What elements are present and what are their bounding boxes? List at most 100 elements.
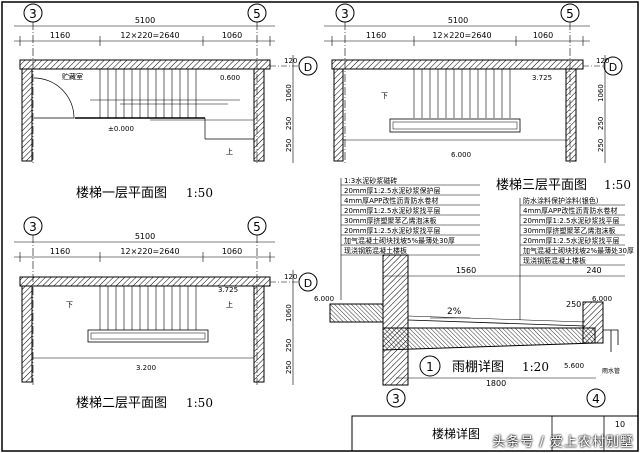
dim-top-120: 120	[284, 57, 297, 65]
axis-label-5: 5	[566, 7, 574, 21]
dim-240: 240	[586, 266, 601, 275]
level-left: 6.000	[314, 295, 334, 303]
canopy-scale: 1:20	[522, 360, 549, 374]
detail-bubble	[419, 355, 441, 377]
dim-v-250b: 250	[285, 139, 293, 152]
svg-text:现浇钢筋混凝土楼板: 现浇钢筋混凝土楼板	[344, 246, 407, 255]
drain-label: 雨水管	[602, 367, 620, 375]
level-right: 6.000	[592, 295, 612, 303]
canopy-slab-left	[329, 303, 384, 323]
canopy-slab	[382, 327, 596, 351]
plan-floor1: 3 5 5100 1160 12×220=2640 1060 贮藏室	[14, 3, 318, 201]
dim-1560: 1560	[456, 266, 476, 275]
door-swing	[33, 77, 75, 119]
svg-text:加气混凝土砌块找坡5%最薄处30厚: 加气混凝土砌块找坡5%最薄处30厚	[344, 236, 455, 245]
svg-text:防水涂料保护涂料(银色): 防水涂料保护涂料(银色)	[523, 196, 599, 205]
dim-left: 1160	[50, 31, 70, 40]
axis-label-3: 3	[29, 7, 37, 21]
axis-label-D: D	[304, 61, 312, 74]
arrow-up-label: 上	[226, 147, 233, 156]
dim-right: 1060	[222, 247, 242, 256]
axis-label-5: 5	[253, 7, 261, 21]
svg-text:30mm厚挤塑聚苯乙烯泡沫板: 30mm厚挤塑聚苯乙烯泡沫板	[344, 216, 437, 225]
svg-text:1:3水泥砂浆磁砖: 1:3水泥砂浆磁砖	[344, 176, 397, 185]
wall-left	[21, 68, 33, 162]
stair-treads	[99, 69, 197, 118]
wall-top	[19, 59, 271, 70]
axis-label-3: 3	[341, 7, 349, 21]
dim-top-120: 120	[596, 57, 609, 65]
axis-label-D: D	[609, 61, 617, 74]
axis-label-D: D	[304, 277, 312, 290]
wall-right	[253, 68, 265, 162]
dim-left: 1160	[50, 247, 70, 256]
level-0000: ±0.000	[108, 125, 134, 133]
axis-label-4: 4	[592, 392, 600, 406]
svg-text:20mm厚1:2.5水泥砂浆找平层: 20mm厚1:2.5水泥砂浆找平层	[523, 236, 620, 245]
level-3200: 3.200	[136, 364, 156, 372]
arrow-down-label: 下	[381, 92, 388, 100]
dim-mid: 12×220=2640	[120, 247, 179, 256]
slope-label: 2%	[447, 307, 462, 317]
level-0600: 0.600	[220, 74, 240, 82]
dim-250: 250	[566, 300, 581, 309]
level-bottom: 5.600	[564, 362, 584, 370]
dim-v-1060: 1060	[597, 84, 605, 102]
svg-text:20mm厚1:2.5水泥砂浆找平层: 20mm厚1:2.5水泥砂浆找平层	[344, 226, 441, 235]
svg-text:30mm厚挤塑聚苯乙烯泡沫板: 30mm厚挤塑聚苯乙烯泡沫板	[523, 226, 616, 235]
dim-v-250a: 250	[285, 117, 293, 130]
dim-v-250a: 250	[285, 339, 293, 352]
arrow-up-label: 上	[226, 300, 233, 309]
svg-text:现浇钢筋混凝土楼板: 现浇钢筋混凝土楼板	[523, 256, 586, 265]
plan-floor3: 3 5 5100 1160 12×220=2640 1060 下 3.725	[324, 3, 631, 193]
plan-scale: 1:50	[604, 178, 631, 192]
dim-mid: 12×220=2640	[120, 31, 179, 40]
canopy-detail: 1:3水泥砂浆磁砖 20mm厚1:2.5水泥砂浆保护层 4mm厚APP改性沥青防…	[314, 176, 634, 408]
drawing-name: 楼梯详图	[432, 426, 480, 441]
dim-v-250a: 250	[597, 117, 605, 130]
plan-title: 楼梯二层平面图	[76, 396, 167, 411]
dim-mid: 12×220=2640	[432, 31, 491, 40]
axis-label-5: 5	[253, 220, 261, 234]
svg-text:4mm厚APP改性沥青防水卷材: 4mm厚APP改性沥青防水卷材	[344, 196, 438, 205]
axis-bubble-D	[298, 56, 318, 76]
dim-total: 5100	[135, 232, 155, 241]
plan-scale: 1:50	[186, 186, 213, 200]
dim-v-1060: 1060	[285, 304, 293, 322]
watermark: 头条号 / 爱上农村别墅	[492, 435, 634, 449]
dim-left: 1160	[366, 31, 386, 40]
canopy-title: 雨棚详图	[452, 360, 504, 375]
dim-v-1060: 1060	[285, 84, 293, 102]
dim-v-250b: 250	[597, 139, 605, 152]
layers-left: 1:3水泥砂浆磁砖 20mm厚1:2.5水泥砂浆保护层 4mm厚APP改性沥青防…	[344, 176, 455, 255]
title-block: 楼梯详图 10	[351, 415, 639, 452]
canopy-parapet	[582, 301, 604, 344]
sheet-number: 10	[615, 420, 625, 429]
plan-scale: 1:50	[186, 396, 213, 410]
dim-top-120: 120	[284, 273, 297, 281]
dim-right: 1060	[222, 31, 242, 40]
arrow-down-label: 下	[66, 301, 73, 309]
dim-v-250b: 250	[285, 361, 293, 374]
drain-pipe	[603, 329, 619, 352]
level-3725: 3.725	[532, 74, 552, 82]
level-3725: 3.725	[218, 286, 238, 294]
layers-right: 防水涂料保护涂料(银色) 4mm厚APP改性沥青防水卷材 20mm厚1:2.5水…	[523, 196, 634, 265]
plan-title: 楼梯三层平面图	[496, 178, 587, 193]
axis-label-3: 3	[29, 220, 37, 234]
detail-no: 1	[426, 360, 434, 374]
plan-title: 楼梯一层平面图	[76, 186, 167, 201]
level-6000: 6.000	[451, 151, 471, 159]
svg-text:加气混凝土砌块找坡2%最薄处30厚: 加气混凝土砌块找坡2%最薄处30厚	[523, 246, 634, 255]
svg-text:4mm厚APP改性沥青防水卷材: 4mm厚APP改性沥青防水卷材	[523, 206, 617, 215]
room-label: 贮藏室	[62, 72, 83, 81]
dim-right: 1060	[533, 31, 553, 40]
dim-total: 5100	[448, 16, 468, 25]
plan-floor2: 3 5 5100 1160 12×220=2640 1060 下 上	[14, 216, 318, 411]
canopy-wall	[382, 254, 409, 386]
svg-text:20mm厚1:2.5水泥砂浆保护层: 20mm厚1:2.5水泥砂浆保护层	[344, 186, 441, 195]
dim-1800: 1800	[486, 379, 506, 388]
dim-total: 5100	[135, 16, 155, 25]
